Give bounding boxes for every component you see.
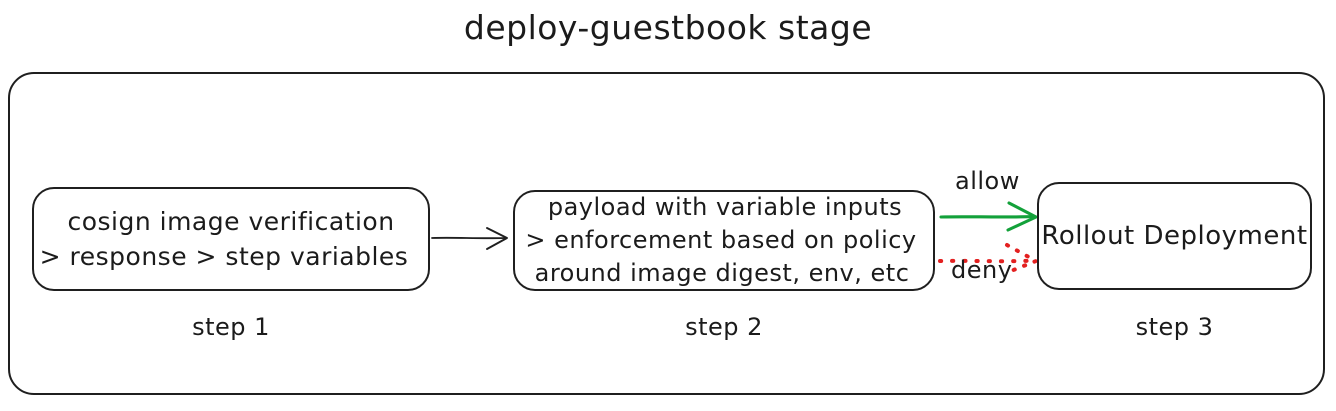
step-3-box[interactable]: Rollout Deployment [1037, 182, 1312, 290]
step-2-line-3: around image digest, env, etc [534, 259, 910, 287]
step-3-caption: step 3 [1135, 313, 1214, 341]
page-title: deploy-guestbook stage [463, 8, 873, 47]
stage-container [8, 72, 1325, 395]
edge-label-deny: deny [951, 256, 1013, 284]
edge-step2-step3-allow [939, 201, 1038, 232]
step-1-caption: step 1 [192, 313, 270, 341]
step-3-line-1: Rollout Deployment [1041, 221, 1308, 251]
step-2-caption: step 2 [685, 313, 763, 341]
step-2-box[interactable]: payload with variable inputs > enforceme… [513, 190, 935, 291]
step-1-box[interactable]: cosign image verification > response > s… [32, 187, 430, 291]
step-2-line-1: payload with variable inputs [547, 193, 903, 221]
step-1-line-2: > response > step variables [39, 242, 409, 271]
edge-step1-step2 [431, 227, 508, 250]
edge-step2-step3-deny [938, 243, 1038, 275]
edge-label-allow: allow [955, 167, 1020, 195]
step-1-line-1: cosign image verification [67, 207, 395, 236]
step-2-line-2: > enforcement based on policy [525, 226, 917, 254]
